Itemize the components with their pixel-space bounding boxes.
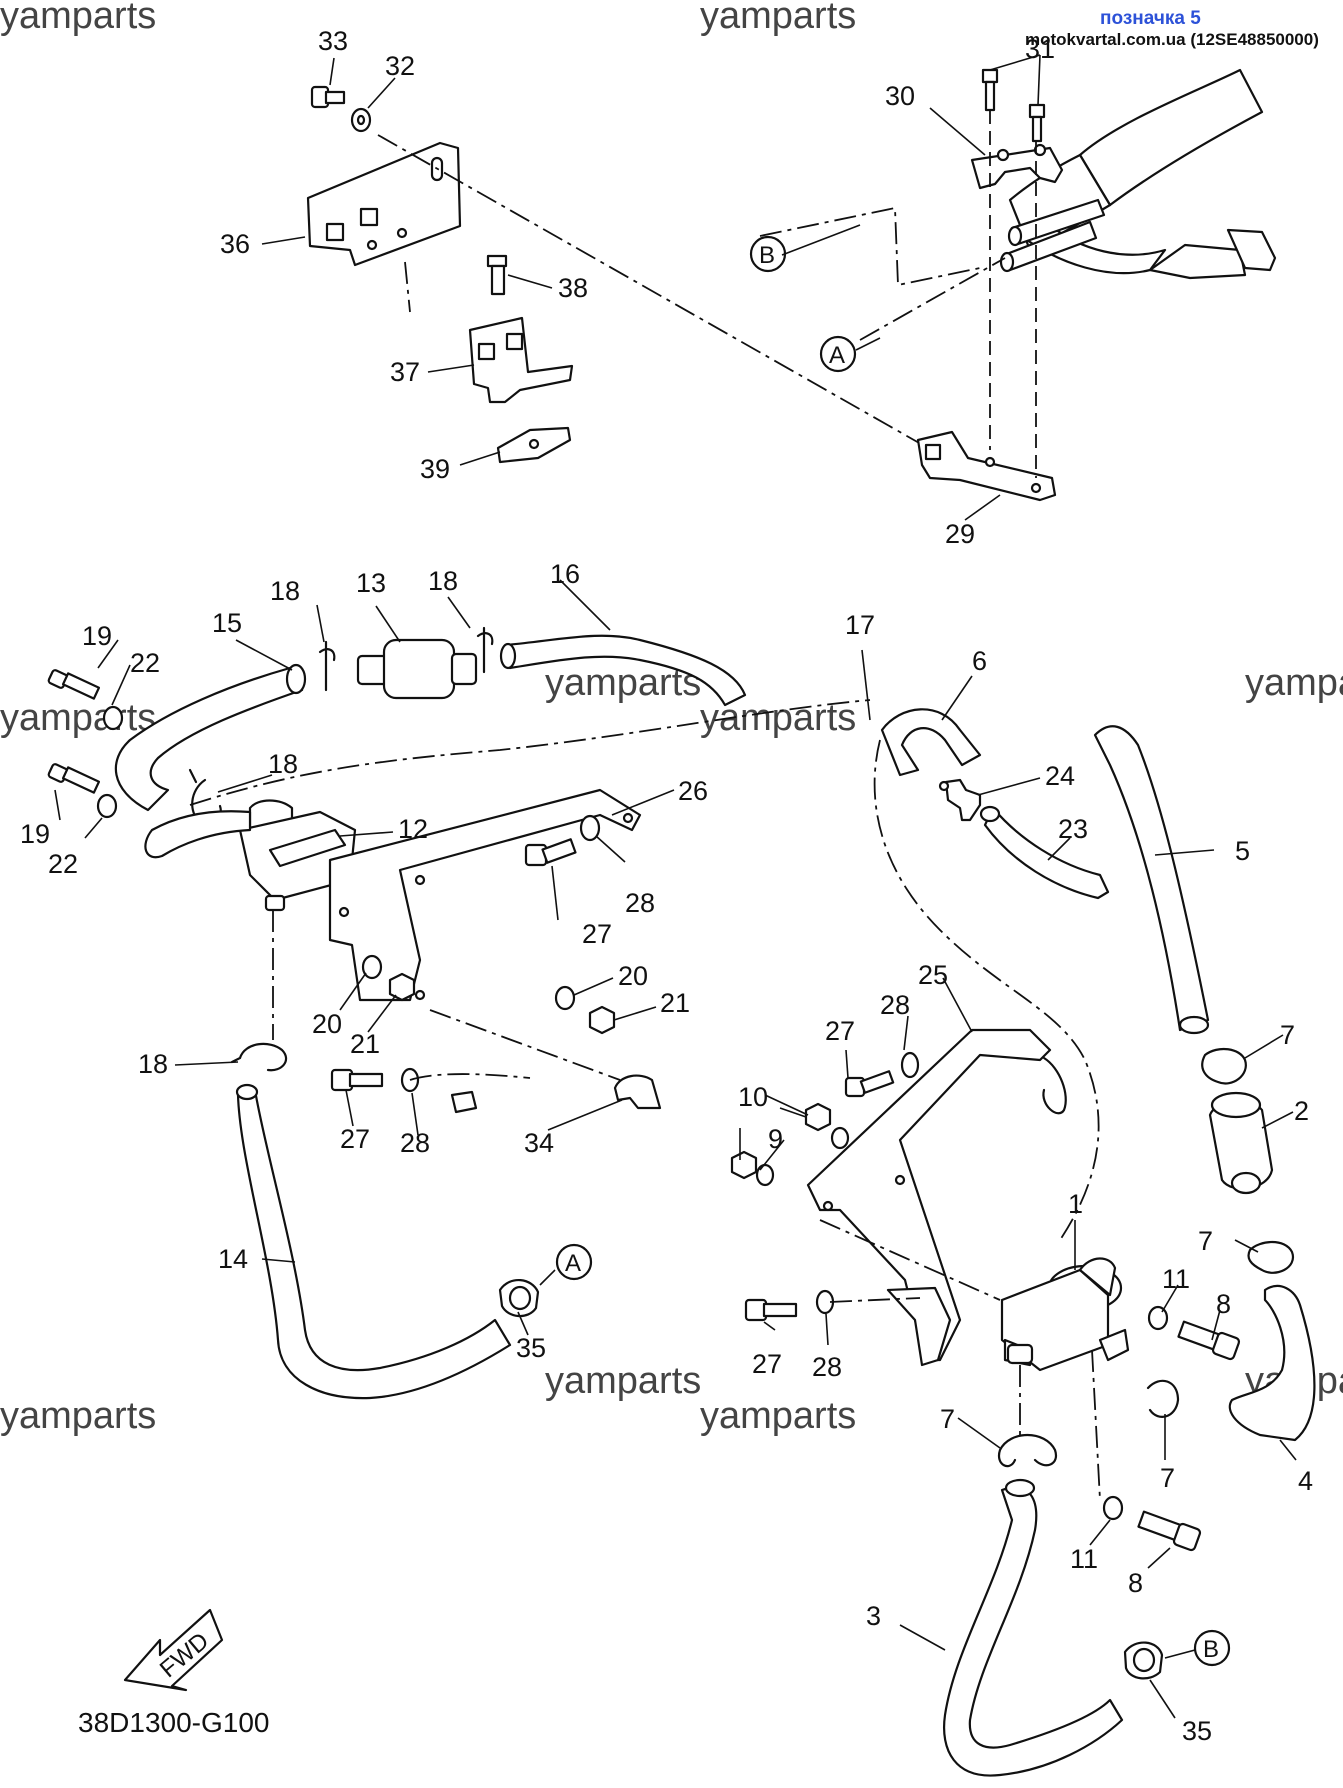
callout-8: 8 (1128, 1568, 1143, 1598)
callout-30: 30 (885, 81, 915, 111)
callout-20: 20 (312, 1009, 342, 1039)
watermark: yamparts (545, 1360, 701, 1402)
callout-26: 26 (678, 776, 708, 806)
watermark: yamparts (700, 0, 856, 37)
callout-22: 22 (48, 849, 78, 879)
callout-18: 18 (138, 1049, 168, 1079)
callout-28: 28 (880, 990, 910, 1020)
callout-16: 16 (550, 559, 580, 589)
callout-18: 18 (270, 576, 300, 606)
watermark: yamparts (0, 0, 156, 37)
callout-36: 36 (220, 229, 250, 259)
callout-1: 1 (1068, 1189, 1083, 1219)
stamp-title: позначка 5 (1100, 8, 1201, 29)
callout-27: 27 (752, 1349, 782, 1379)
watermark: yamparts (700, 1395, 856, 1437)
fwd-arrow: FWD (123, 1608, 224, 1692)
callout-38: 38 (558, 273, 588, 303)
callout-25: 25 (918, 960, 948, 990)
ref-letter-b: B (759, 242, 775, 269)
callout-35: 35 (1182, 1716, 1212, 1746)
callout-15: 15 (212, 608, 242, 638)
callout-7: 7 (940, 1404, 955, 1434)
callout-11: 11 (1162, 1264, 1190, 1294)
callout-34: 34 (524, 1128, 554, 1158)
callout-5: 5 (1235, 836, 1250, 866)
callout-14: 14 (218, 1244, 248, 1274)
callout-2: 2 (1294, 1096, 1309, 1126)
callout-29: 29 (945, 519, 975, 549)
callout-21: 21 (350, 1029, 380, 1059)
callout-28: 28 (625, 888, 655, 918)
watermark: yamparts (0, 1395, 156, 1437)
callout-35: 35 (516, 1333, 546, 1363)
callout-37: 37 (390, 357, 420, 387)
callout-20: 20 (618, 961, 648, 991)
diagram-code: 38D1300-G100 (78, 1707, 269, 1738)
callout-10: 10 (738, 1082, 768, 1112)
valve-assembly-right (730, 708, 1316, 1777)
watermark: yamparts (1245, 662, 1343, 704)
valve-assembly-left (47, 626, 871, 1400)
callout-19: 19 (20, 819, 50, 849)
callout-7: 7 (1160, 1463, 1175, 1493)
callout-27: 27 (582, 919, 612, 949)
callout-21: 21 (660, 988, 690, 1018)
exhaust-assembly-top-right (759, 68, 1277, 502)
callout-3: 3 (866, 1601, 881, 1631)
callout-27: 27 (825, 1016, 855, 1046)
callout-27: 27 (340, 1124, 370, 1154)
callout-32: 32 (385, 51, 415, 81)
callout-7: 7 (1280, 1020, 1295, 1050)
callout-22: 22 (130, 648, 160, 678)
callout-28: 28 (400, 1128, 430, 1158)
watermark: yamparts (0, 697, 156, 739)
callout-39: 39 (420, 454, 450, 484)
stamp-subtitle: motokvartal.com.ua (12SE48850000) (1025, 30, 1319, 49)
callout-24: 24 (1045, 761, 1075, 791)
ref-letter-b: B (1203, 1636, 1219, 1663)
callout-19: 19 (82, 621, 112, 651)
callout-11: 11 (1070, 1544, 1098, 1574)
callout-12: 12 (398, 814, 428, 844)
reference-markers: B A A B (539, 235, 1231, 1667)
bracket-assembly-top-left (306, 85, 929, 464)
callout-17: 17 (845, 610, 875, 640)
callout-23: 23 (1058, 814, 1088, 844)
ref-letter-a: A (829, 342, 845, 369)
callout-9: 9 (768, 1124, 783, 1154)
leader-lines (54, 54, 1297, 1719)
callout-6: 6 (972, 646, 987, 676)
callout-13: 13 (356, 568, 386, 598)
callout-18: 18 (268, 749, 298, 779)
callout-18: 18 (428, 566, 458, 596)
callout-8: 8 (1216, 1289, 1231, 1319)
ref-letter-a: A (565, 1250, 581, 1277)
callout-31: 31 (1025, 34, 1055, 64)
callout-labels: 33 32 36 38 37 39 31 30 29 19 22 15 18 1… (20, 26, 1313, 1746)
source-stamp: позначка 5 motokvartal.com.ua (12SE48850… (1025, 8, 1319, 49)
callout-7: 7 (1198, 1226, 1213, 1256)
callout-28: 28 (812, 1352, 842, 1382)
callout-4: 4 (1298, 1466, 1313, 1496)
callout-33: 33 (318, 26, 348, 56)
